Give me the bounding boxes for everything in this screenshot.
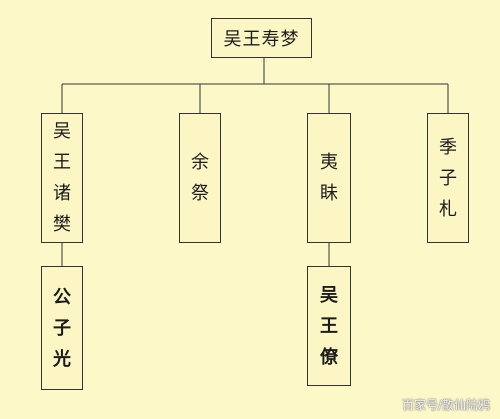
node-label-char: 公: [53, 286, 71, 308]
node-jizha: 季子札: [427, 113, 469, 243]
node-label: 余祭: [191, 147, 209, 209]
node-label-char: 夷: [320, 152, 338, 173]
node-label: 季子札: [439, 132, 457, 225]
node-yuji: 余祭: [179, 113, 221, 243]
node-label-char: 王: [53, 152, 71, 173]
node-yimei: 夷眛: [307, 113, 351, 243]
node-label-char: 樊: [53, 214, 71, 235]
node-label-char: 诸: [53, 183, 71, 204]
node-label-char: 子: [53, 317, 71, 339]
node-label-char: 吴: [53, 121, 71, 142]
node-label-char: 余: [191, 152, 209, 173]
node-label: 夷眛: [320, 147, 338, 209]
node-label-char: 眛: [320, 183, 338, 204]
node-label-char: 子: [439, 167, 457, 189]
node-label-char: 僚: [320, 346, 338, 368]
node-label-char: 季: [439, 136, 457, 158]
node-label: 公子光: [53, 282, 71, 375]
node-label-char: 札: [439, 198, 457, 220]
node-label-char: 祭: [191, 183, 209, 204]
node-label: 吴王诸樊: [53, 116, 71, 240]
node-label-char: 光: [53, 348, 71, 370]
watermark: 百家号/散仙陆鸦: [401, 398, 490, 412]
node-label-char: 吴: [320, 284, 338, 306]
node-label-char: 王: [320, 315, 338, 337]
node-wangliao: 吴王僚: [307, 266, 351, 386]
node-wu-shoumeng: 吴王寿梦: [211, 18, 312, 58]
node-label: 吴王僚: [320, 280, 338, 373]
node-zhufan: 吴王诸樊: [41, 113, 83, 243]
node-label: 吴王寿梦: [223, 29, 300, 50]
node-gongziguang: 公子光: [41, 266, 83, 390]
